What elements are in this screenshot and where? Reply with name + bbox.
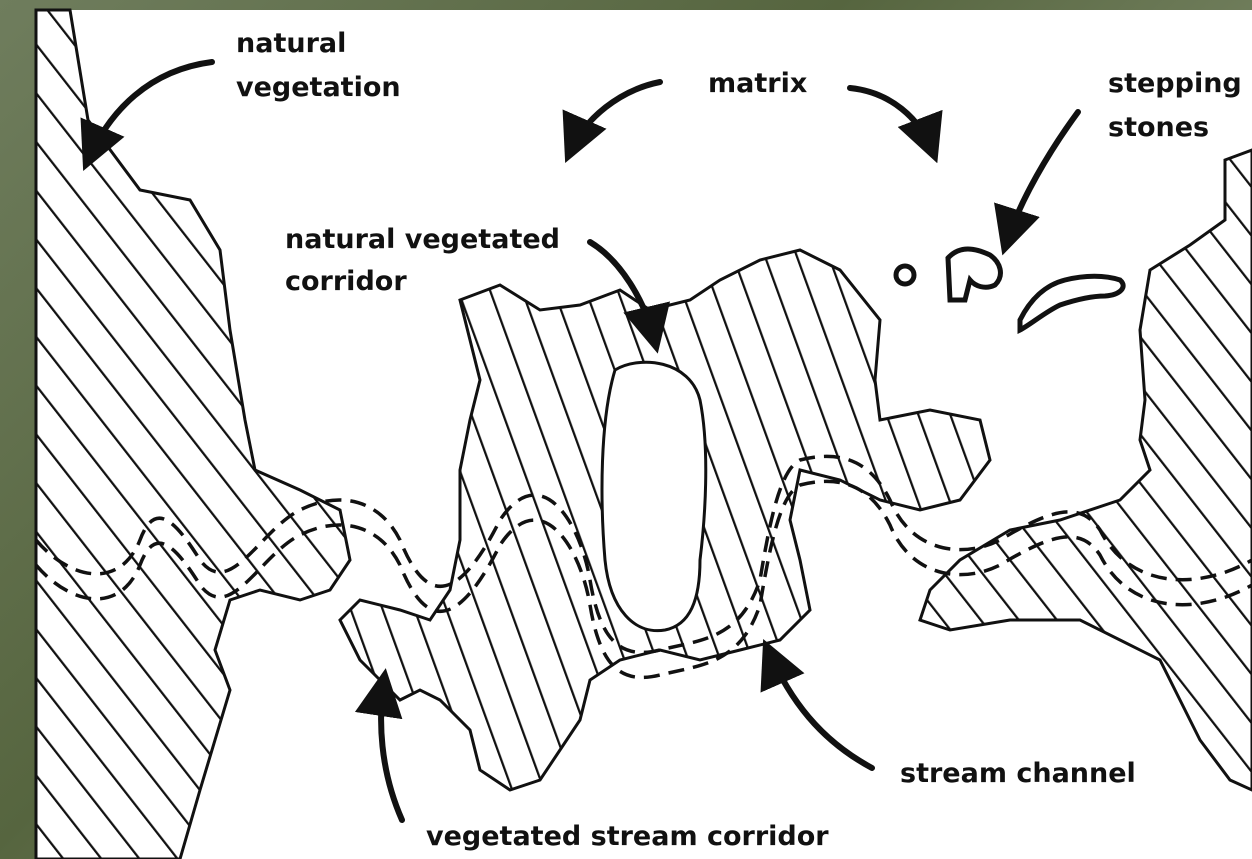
label-matrix: matrix [708,68,807,99]
label-stepping-stones-line1: stepping [1108,68,1242,99]
matrix-opening [602,362,706,630]
label-natural-vegetated-corridor-line1: natural vegetated [285,224,560,255]
label-natural-vegetated-corridor-line2: corridor [285,266,407,297]
label-natural-vegetation-line2: vegetation [236,72,401,103]
label-stepping-stones-line2: stones [1108,112,1209,143]
label-stream-channel: stream channel [900,758,1136,789]
stepping-stone-dot [896,266,914,284]
label-vegetated-stream-corridor: vegetated stream corridor [426,821,829,852]
label-natural-vegetation-line1: natural [236,28,346,59]
